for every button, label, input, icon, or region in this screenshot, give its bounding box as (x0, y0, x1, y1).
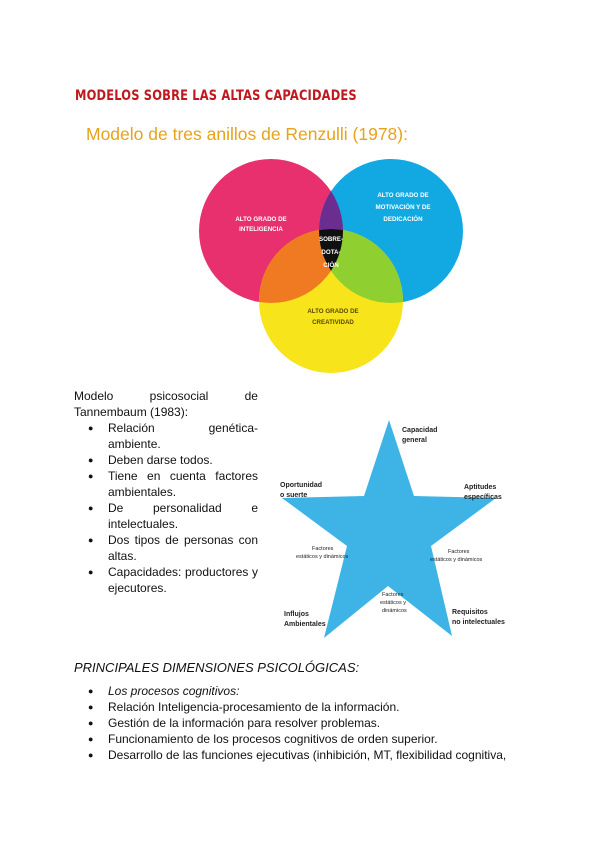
star-inner-right-2: estáticos y dinámicos (430, 557, 483, 563)
list-item: Deben darse todos. (74, 452, 258, 468)
tannenbaum-intro-line-1: Modelo psicosocial de (74, 388, 258, 404)
list-item: Relación Inteligencia-procesamiento de l… (74, 699, 544, 715)
motivation-label-3: DEDICACIÓN (383, 215, 423, 223)
list-item: Los procesos cognitivos: (74, 683, 544, 699)
list-item: De personalidad e intelectuales. (74, 500, 258, 532)
star-label-left-2: o suerte (280, 492, 307, 499)
creativity-label-2: CREATIVIDAD (312, 319, 354, 326)
list-item: Capacidades: productores y ejecutores. (74, 564, 258, 596)
intro-word: Modelo (74, 389, 114, 403)
renzulli-title: Modelo de tres anillos de Renzulli (1978… (86, 124, 408, 144)
main-title: MODELOS SOBRE LAS ALTAS CAPACIDADES (75, 88, 357, 104)
star-label-bottom-right-2: no intelectuales (452, 619, 505, 626)
motivation-label-2: MOTIVACIÓN Y DE (375, 203, 430, 211)
star-label-top-2: general (402, 437, 427, 444)
center-label-1: SOBRE- (319, 236, 343, 243)
dimensions-heading: PRINCIPALES DIMENSIONES PSICOLÓGICAS: (74, 660, 360, 675)
tannenbaum-star-diagram: Capacidad general Aptitudes específicas … (280, 420, 505, 638)
list-item: Relación genética-ambiente. (74, 420, 258, 452)
intelligence-label-1: ALTO GRADO DE (235, 216, 286, 223)
star-inner-right-1: Factores (448, 549, 470, 555)
star-shape (282, 420, 496, 638)
list-item: Gestión de la información para resolver … (74, 715, 544, 731)
center-label-2: DOTA- (321, 249, 340, 256)
list-item: Funcionamiento de los procesos cognitivo… (74, 731, 544, 747)
tannenbaum-list: Relación genética-ambiente. Deben darse … (74, 420, 258, 596)
dimensions-list: Los procesos cognitivos: Relación Inteli… (74, 683, 544, 763)
star-label-bottom-left-1: Influjos (284, 611, 309, 618)
star-label-bottom-left-2: Ambientales (284, 621, 326, 628)
renzulli-venn-diagram: ALTO GRADO DE INTELIGENCIA ALTO GRADO DE… (199, 159, 463, 373)
star-label-bottom-right-1: Requisitos (452, 609, 488, 616)
star-inner-left-1: Factores (312, 546, 334, 552)
list-item: Tiene en cuenta factores ambientales. (74, 468, 258, 500)
star-inner-bottom-3: dinámicos (382, 608, 407, 614)
creativity-label-1: ALTO GRADO DE (307, 308, 358, 315)
star-label-top-1: Capacidad (402, 427, 437, 434)
star-inner-bottom-1: Factores (382, 592, 404, 598)
center-label-3: CIÓN (323, 261, 339, 269)
motivation-label-1: ALTO GRADO DE (377, 192, 428, 199)
intro-word: de (244, 389, 258, 403)
tannenbaum-section: Modelo psicosocial de Tannembaum (1983):… (74, 388, 258, 596)
star-inner-bottom-2: estáticos y (380, 600, 406, 606)
intelligence-label-2: INTELIGENCIA (239, 226, 283, 233)
star-label-left-1: Oportunidad (280, 482, 322, 489)
list-item: Desarrollo de las funciones ejecutivas (… (74, 747, 544, 763)
star-inner-left-2: estáticos y dinámicos (296, 554, 349, 560)
star-label-right-1: Aptitudes (464, 484, 496, 491)
tannenbaum-intro-line-2: Tannembaum (1983): (74, 405, 189, 419)
star-label-right-2: específicas (464, 494, 502, 501)
list-item: Dos tipos de personas con altas. (74, 532, 258, 564)
intro-word: psicosocial (149, 389, 209, 403)
